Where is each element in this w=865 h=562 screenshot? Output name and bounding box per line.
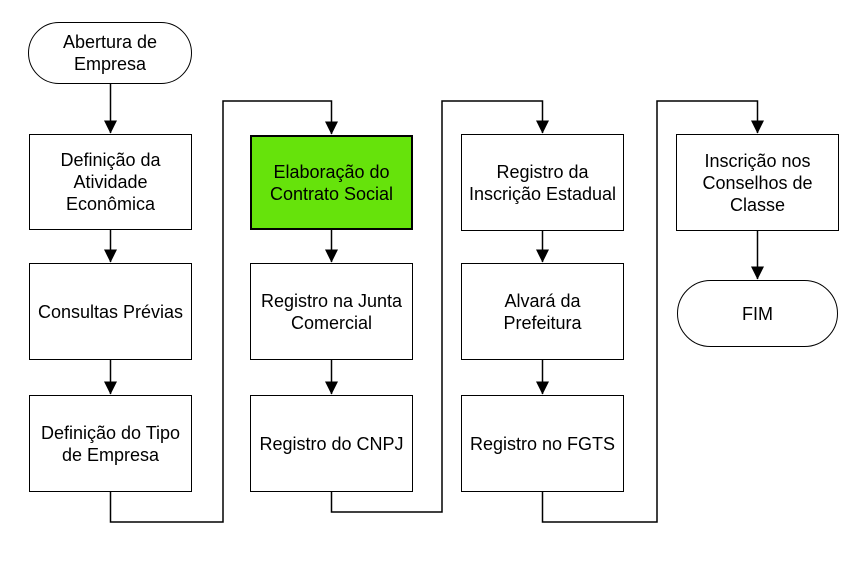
connector-definicao-tipo-to-elaboracao-contrato bbox=[109, 100, 338, 523]
connector-registro-fgts-to-inscricao-conselhos bbox=[541, 100, 764, 523]
node-consultas-previas: Consultas Prévias bbox=[29, 263, 192, 360]
node-label: Registro do CNPJ bbox=[259, 433, 404, 454]
node-abertura-de-empresa: Abertura de Empresa bbox=[28, 22, 192, 84]
node-alvara-da-prefeitura: Alvará da Prefeitura bbox=[461, 263, 624, 360]
node-registro-do-cnpj: Registro do CNPJ bbox=[250, 395, 413, 492]
node-fim: FIM bbox=[677, 280, 838, 347]
node-label: Registro na Junta Comercial bbox=[260, 290, 403, 333]
node-label: Definição da Atividade Econômica bbox=[60, 150, 161, 214]
node-label: Alvará da Prefeitura bbox=[503, 290, 582, 333]
node-label: Registro no FGTS bbox=[469, 433, 616, 454]
node-definicao-do-tipo-de-empresa: Definição do Tipo de Empresa bbox=[29, 395, 192, 492]
node-label: Definição do Tipo de Empresa bbox=[40, 422, 181, 465]
node-label: Inscrição nos Conselhos de Classe bbox=[702, 150, 813, 215]
node-label: Consultas Prévias bbox=[37, 301, 184, 322]
node-label: Abertura de Empresa bbox=[62, 32, 158, 74]
node-label: Elaboração do Contrato Social bbox=[269, 161, 394, 204]
node-elaboracao-do-contrato-social: Elaboração do Contrato Social bbox=[250, 135, 413, 230]
node-registro-da-inscricao-estadual: Registro da Inscrição Estadual bbox=[461, 134, 624, 231]
node-definicao-da-atividade-economica: Definição da Atividade Econômica bbox=[29, 134, 192, 230]
node-inscricao-nos-conselhos-de-classe: Inscrição nos Conselhos de Classe bbox=[676, 134, 839, 231]
node-registro-no-fgts: Registro no FGTS bbox=[461, 395, 624, 492]
node-label: FIM bbox=[742, 303, 773, 324]
connector-registro-cnpj-to-registro-inscricao-estadual bbox=[330, 100, 549, 513]
node-label: Registro da Inscrição Estadual bbox=[468, 161, 617, 204]
node-registro-na-junta-comercial: Registro na Junta Comercial bbox=[250, 263, 413, 360]
